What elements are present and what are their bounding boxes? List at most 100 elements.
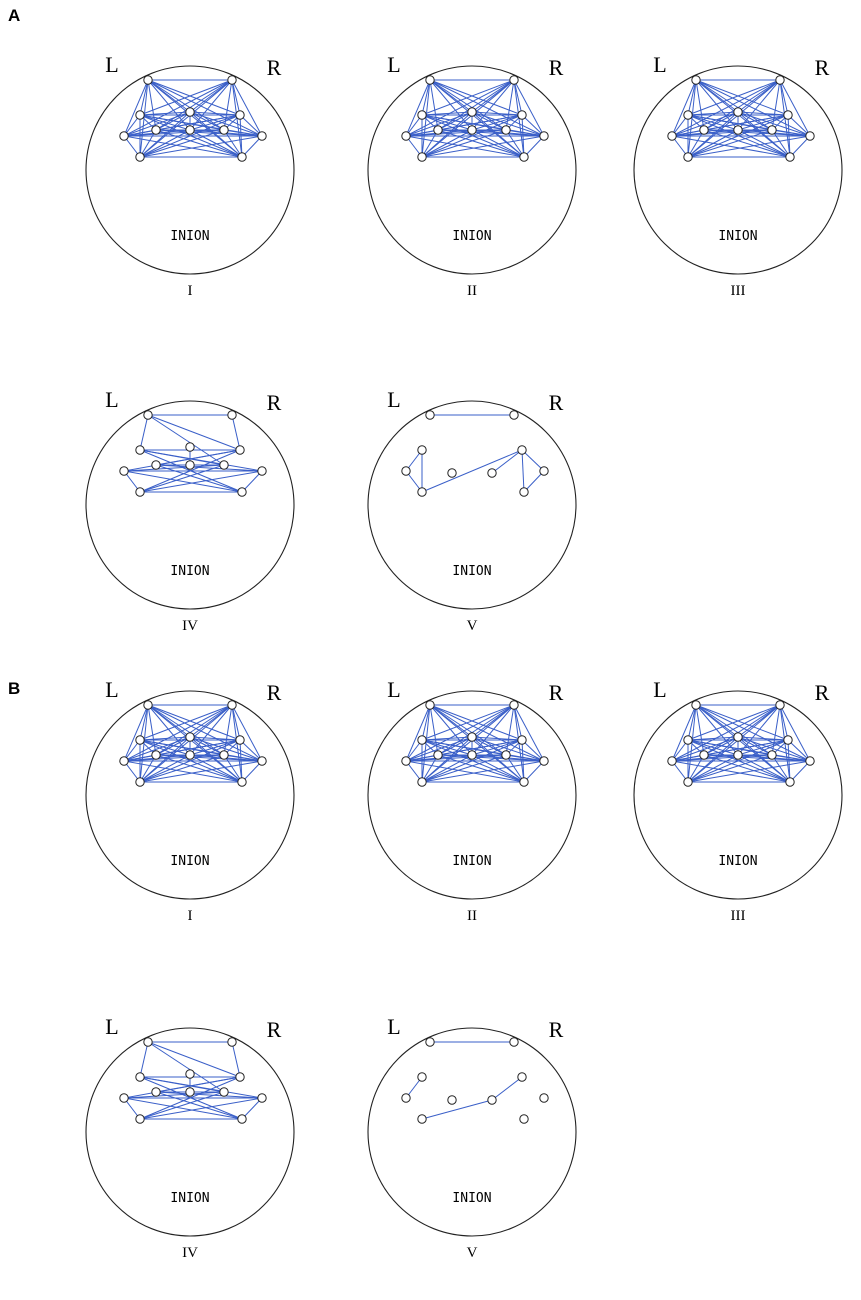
connection-edge — [139, 114, 191, 131]
head-outline — [633, 690, 843, 900]
connection-edge — [671, 704, 781, 762]
connection-edge — [437, 79, 515, 131]
electrode-node — [433, 125, 443, 135]
connection-edge — [189, 739, 241, 756]
connection-edge — [695, 704, 739, 756]
right-hemisphere-label: R — [267, 390, 282, 415]
connection-edge — [671, 754, 705, 762]
electrode-node — [509, 75, 519, 85]
connection-edge — [737, 111, 791, 158]
connection-edge — [687, 754, 739, 783]
connection-edge — [687, 79, 781, 158]
connection-edge — [421, 129, 439, 158]
electrode-node — [733, 125, 743, 135]
connection-edge — [513, 704, 545, 762]
electrode-node — [519, 1114, 529, 1124]
electrode-node — [417, 445, 427, 455]
electrode-node — [539, 131, 549, 141]
electrode-node — [805, 131, 815, 141]
electrode-node — [135, 110, 145, 120]
electrode-node — [783, 110, 793, 120]
electrode-node — [775, 700, 785, 710]
connection-edge — [703, 114, 789, 131]
electrode-node — [417, 1114, 427, 1124]
connection-edge — [139, 79, 149, 116]
connection-edge — [703, 736, 739, 756]
electrode-node — [185, 442, 195, 452]
connection-edge — [139, 704, 233, 741]
connection-edge — [787, 114, 811, 137]
connection-edge — [671, 135, 791, 158]
electrode-node — [219, 460, 229, 470]
connection-edge — [695, 704, 789, 741]
connection-edge — [155, 129, 243, 158]
connection-edge — [239, 739, 263, 762]
connection-edge — [123, 704, 149, 762]
connection-edge — [771, 754, 811, 762]
electrode-node — [517, 445, 527, 455]
connection-edge — [429, 704, 545, 762]
connection-edge — [139, 135, 263, 158]
connection-edge — [437, 754, 545, 762]
connection-edge — [471, 739, 523, 756]
connection-edge — [437, 754, 525, 783]
connection-edge — [139, 470, 263, 493]
electrode-node — [143, 75, 153, 85]
inion-label: INION — [452, 1191, 491, 1206]
connection-edge — [421, 135, 545, 158]
connection-edge — [429, 79, 473, 131]
left-hemisphere-label: L — [105, 52, 118, 77]
connection-edge — [687, 79, 697, 116]
connection-edge — [139, 129, 191, 158]
connection-edge — [779, 704, 789, 741]
condition-numeral: IV — [182, 618, 198, 634]
connection-edge — [123, 704, 233, 762]
connection-edge — [139, 414, 149, 451]
electrode-node — [691, 700, 701, 710]
electrode-node — [135, 777, 145, 787]
connection-edge — [737, 736, 773, 756]
connection-edge — [521, 449, 525, 493]
right-hemisphere-label: R — [267, 680, 282, 705]
electrode-node — [467, 125, 477, 135]
left-hemisphere-label: L — [105, 1014, 118, 1039]
connection-edge — [123, 111, 191, 137]
condition-numeral: V — [467, 1245, 478, 1261]
left-hemisphere-label: L — [653, 677, 666, 702]
connection-edge — [189, 114, 241, 131]
connection-edge — [139, 1097, 263, 1120]
electrode-node — [519, 777, 529, 787]
right-hemisphere-label: R — [549, 55, 564, 80]
electrode-node — [227, 700, 237, 710]
connection-edge — [429, 79, 439, 131]
electrode-node — [417, 152, 427, 162]
connection-edge — [139, 111, 191, 158]
connection-edge — [437, 129, 525, 158]
electrode-node — [185, 1087, 195, 1097]
connection-edge — [147, 79, 157, 131]
connection-edge — [139, 739, 191, 756]
connection-edge — [147, 79, 241, 116]
connection-edge — [737, 79, 781, 113]
connection-edge — [147, 79, 191, 131]
connection-edge — [703, 739, 789, 756]
connection-edge — [139, 1091, 225, 1120]
connection-edge — [471, 736, 525, 783]
connection-edge — [695, 79, 773, 131]
connection-edge — [671, 79, 781, 137]
electrode-node — [785, 777, 795, 787]
electrode-node — [257, 466, 267, 476]
connection-edge — [421, 760, 545, 783]
electrode-node — [135, 152, 145, 162]
connection-edge — [123, 135, 243, 158]
condition-numeral: III — [731, 283, 746, 299]
connection-edge — [505, 754, 525, 783]
electrode-node — [699, 125, 709, 135]
electrode-node — [227, 410, 237, 420]
connection-edge — [437, 736, 473, 756]
connection-edge — [147, 704, 263, 762]
connection-edge — [687, 704, 781, 741]
connection-edge — [139, 736, 191, 783]
electrode-node — [667, 756, 677, 766]
